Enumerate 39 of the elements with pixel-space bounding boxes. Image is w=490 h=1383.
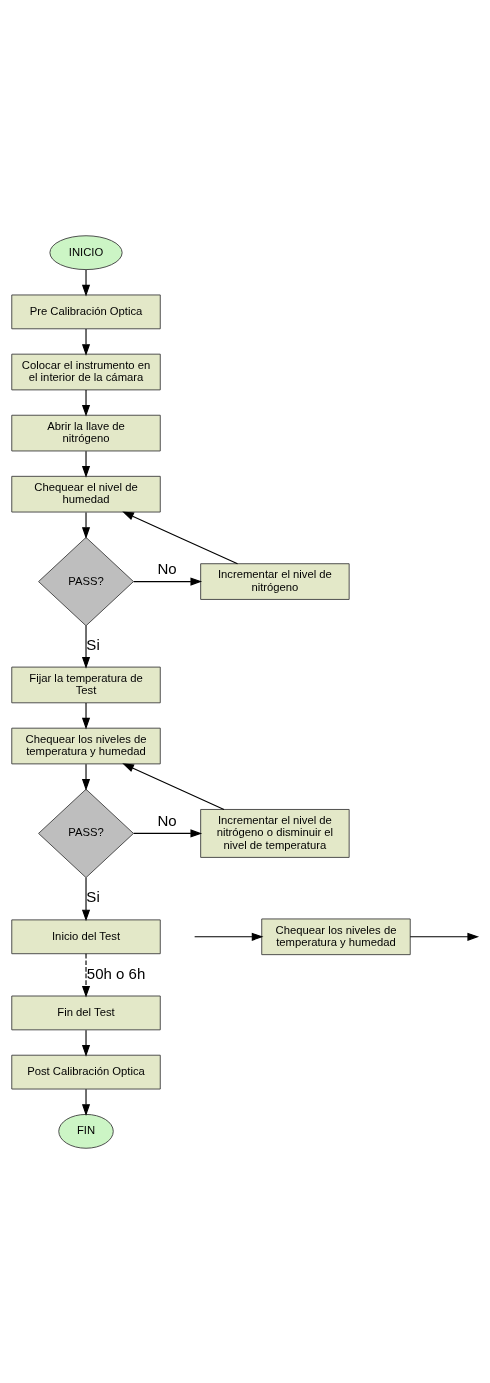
node-box: Fijar la temperatura de Test	[11, 666, 161, 703]
node-box: Incrementar el nivel de nitrógeno	[200, 562, 350, 600]
edge-label: Si	[86, 635, 100, 653]
arrow	[81, 389, 91, 417]
arrow	[81, 328, 91, 356]
node-box: Fin del Test	[11, 995, 161, 1030]
node-box: Inicio del Test	[11, 918, 161, 954]
arrow	[133, 828, 203, 837]
node-box: Post Calibración Optica	[11, 1054, 161, 1089]
arrow	[81, 763, 91, 791]
node-box: Chequear el nivel de humedad	[11, 475, 161, 512]
node-diamond: PASS?	[38, 536, 134, 626]
arrow	[81, 701, 91, 729]
arrow	[81, 624, 91, 669]
edge-label: Si	[86, 887, 100, 905]
arrow	[133, 577, 203, 586]
node-box: Chequear los niveles de temperatura y humedad	[261, 918, 411, 955]
arrow	[81, 450, 91, 478]
edge-label: No	[157, 811, 177, 829]
node-ellipse: INICIO	[49, 234, 123, 270]
arrow	[81, 268, 91, 297]
edge-label: No	[157, 559, 177, 577]
arrow	[122, 762, 225, 810]
arrow	[81, 952, 91, 998]
arrow	[81, 511, 91, 539]
node-box: Chequear los niveles de temperatura y humedad	[11, 727, 161, 764]
node-ellipse: FIN	[58, 1113, 114, 1149]
node-box: Incrementar el nivel de nitrógeno o disminuir el nivel de temperatura	[200, 808, 350, 858]
edge-label: 50h o 6h	[86, 964, 146, 982]
node-box: Abrir la llave de nitrógeno	[11, 414, 161, 451]
arrow	[81, 1088, 91, 1116]
node-box: Colocar el instrumento en el interior de la cámara	[11, 353, 161, 390]
node-box: Pre Calibración Optica	[11, 294, 161, 329]
arrow	[409, 932, 480, 941]
arrow	[81, 1029, 91, 1057]
node-diamond: PASS?	[38, 788, 134, 878]
arrow	[194, 932, 264, 941]
arrow	[81, 876, 91, 921]
arrow	[122, 511, 239, 564]
